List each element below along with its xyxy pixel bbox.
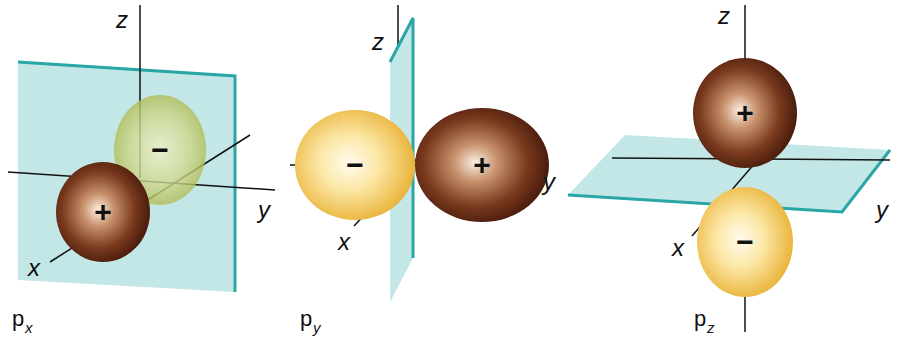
- lobe-fill: [697, 187, 793, 297]
- axis-label: x: [28, 256, 40, 280]
- positive-lobe: +: [415, 108, 549, 222]
- lobe-fill: [56, 162, 150, 262]
- phase-sign: −: [151, 135, 169, 165]
- positive-lobe: +: [56, 162, 150, 262]
- axis-label: z: [718, 4, 730, 28]
- nodal-plane: [18, 62, 235, 292]
- lobe-fill: [415, 108, 549, 222]
- phase-sign: +: [473, 150, 491, 180]
- axis-label: z: [116, 8, 128, 32]
- orbital-subscript: z: [707, 320, 715, 335]
- orbital-subscript: y: [313, 320, 321, 335]
- negative-lobe: −: [295, 110, 415, 220]
- axis-label: z: [372, 30, 384, 54]
- phase-sign: −: [346, 150, 364, 180]
- phase-sign: −: [736, 227, 754, 257]
- axis-label: x: [672, 236, 684, 260]
- axis-label: y: [258, 198, 270, 222]
- plane-edge: [18, 62, 235, 292]
- lobe-fill: [693, 58, 797, 168]
- axis-label: y: [876, 198, 888, 222]
- orbital-name: p: [300, 308, 312, 330]
- axis-label: x: [338, 230, 350, 254]
- sign-holder: +: [415, 108, 549, 222]
- positive-lobe: +: [693, 58, 797, 168]
- phase-sign: +: [94, 197, 112, 227]
- orbital-subscript: x: [25, 320, 33, 335]
- sign-holder: −: [697, 187, 793, 297]
- orbital-name: p: [12, 308, 24, 330]
- axis-label: y: [543, 170, 555, 194]
- phase-sign: +: [736, 98, 754, 128]
- lobe-fill: [295, 110, 415, 220]
- sign-holder: −: [295, 110, 415, 220]
- sign-holder: +: [693, 58, 797, 168]
- sign-holder: +: [56, 162, 150, 262]
- negative-lobe: −: [697, 187, 793, 297]
- lobe-fill: [114, 95, 206, 205]
- orbital-name: p: [694, 308, 706, 330]
